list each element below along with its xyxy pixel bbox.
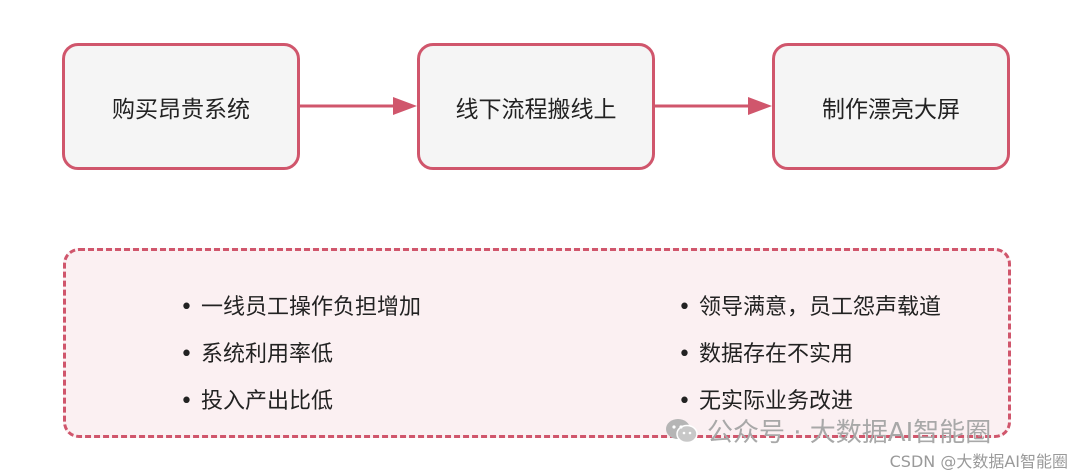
wechat-watermark-text: 公众号 · 大数据AI智能圈 [707,418,992,448]
arrow-2 [655,97,772,115]
problem-left-3: • 投入产出比低 [180,383,333,415]
problem-right-1: • 领导满意，员工怨声载道 [678,289,941,321]
step-1-box: 购买昂贵系统 [62,43,300,170]
step-2-label: 线下流程搬线上 [455,96,617,123]
problem-text: 一线员工操作负担增加 [200,295,421,320]
bullet: • [678,389,691,414]
flow-arrows [300,97,772,115]
problem-text: 领导满意，员工怨声载道 [698,295,941,320]
step-1-label: 购买昂贵系统 [112,96,250,123]
problem-right-2: • 数据存在不实用 [678,336,853,368]
problem-left-2: • 系统利用率低 [180,336,333,368]
step-3-label: 制作漂亮大屏 [822,96,960,123]
bullet: • [678,342,691,367]
problem-left-1: • 一线员工操作负担增加 [180,289,421,321]
bullet: • [180,389,193,414]
problem-text: 投入产出比低 [200,389,333,414]
csdn-watermark: CSDN @大数据AI智能圈 [889,452,1068,471]
wechat-icon [666,418,698,443]
problems-panel [63,248,1011,438]
problem-text: 数据存在不实用 [698,342,853,367]
problem-text: 系统利用率低 [200,342,333,367]
problem-right-3: • 无实际业务改进 [678,383,853,415]
arrow-1 [300,97,417,115]
bullet: • [678,295,691,320]
bullet: • [180,342,193,367]
wechat-watermark: 公众号 · 大数据AI智能圈 [665,412,991,449]
bullet: • [180,295,193,320]
step-3-box: 制作漂亮大屏 [772,43,1010,170]
problem-text: 无实际业务改进 [698,389,853,414]
step-2-box: 线下流程搬线上 [417,43,655,170]
